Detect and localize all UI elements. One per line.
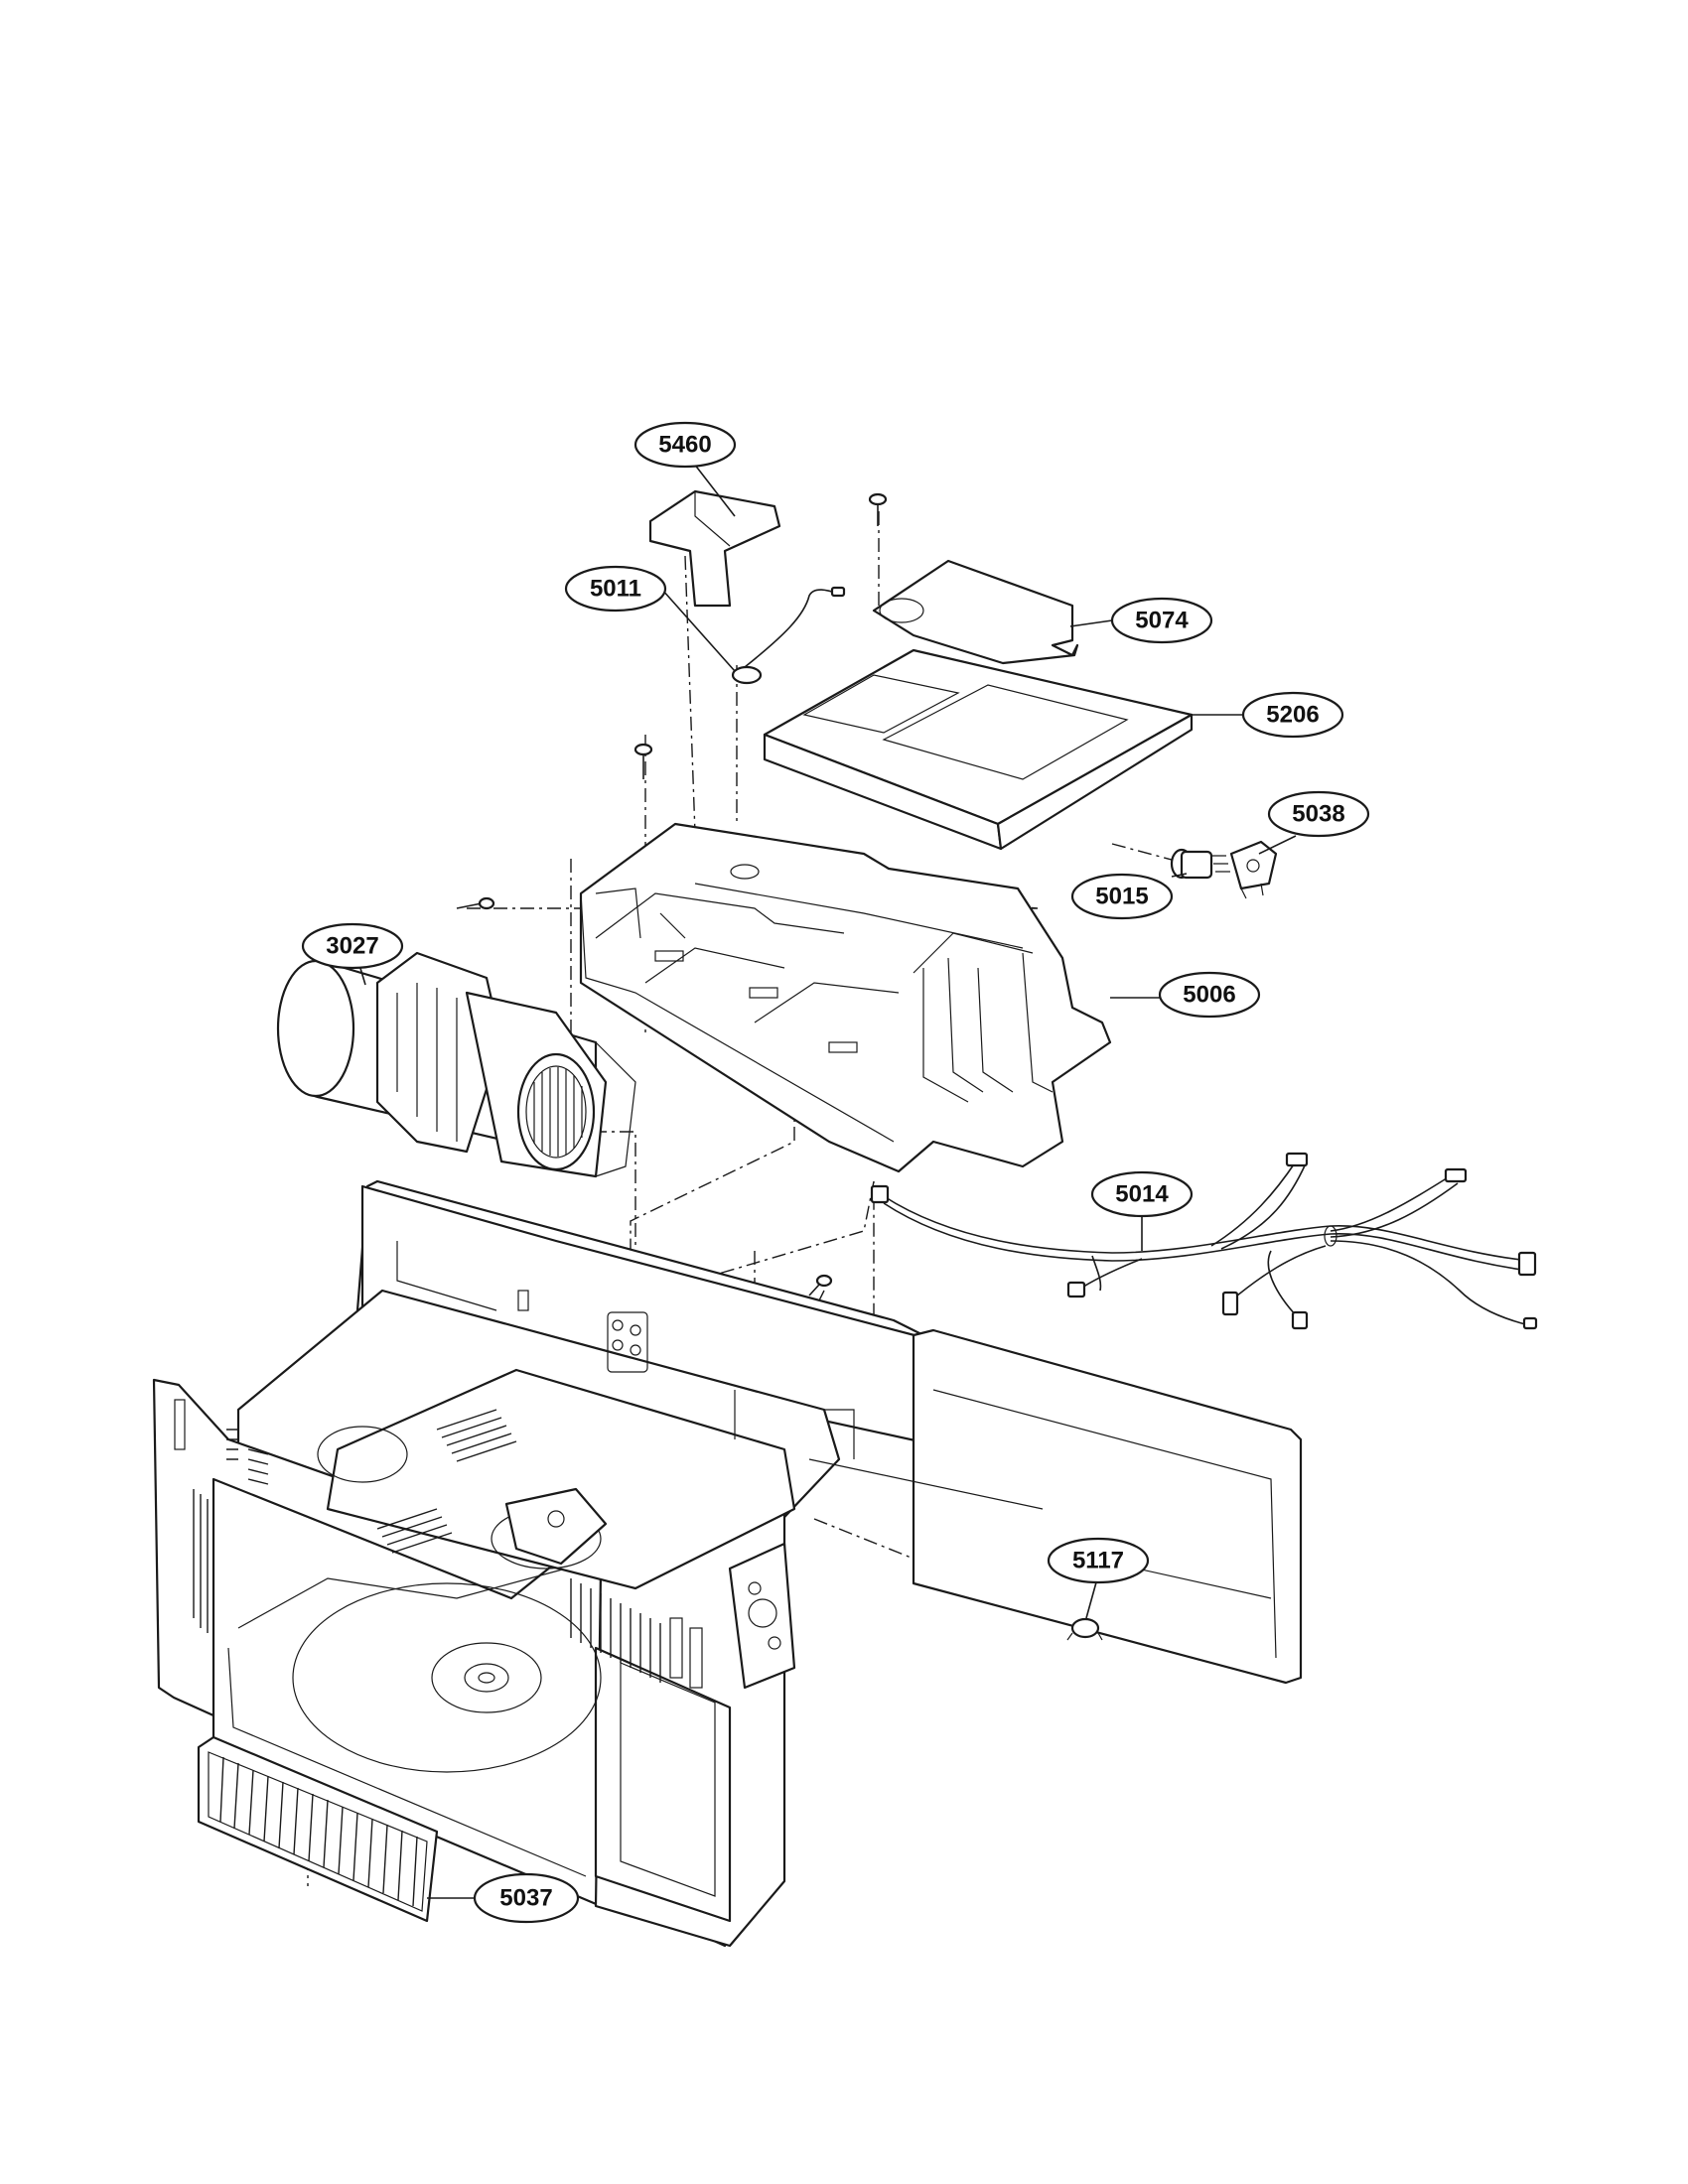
callout-5011: 5011 bbox=[564, 565, 667, 613]
callout-5460-label: 5460 bbox=[658, 432, 711, 459]
screw-cabinet bbox=[808, 1274, 833, 1297]
part-5038-component bbox=[1229, 840, 1278, 899]
screw-left-side bbox=[456, 896, 495, 910]
part-3027-blower bbox=[276, 951, 636, 1178]
callout-5015-label: 5015 bbox=[1095, 884, 1148, 910]
screw-left-upper bbox=[633, 743, 653, 779]
callout-5206: 5206 bbox=[1241, 691, 1344, 739]
part-5037-filter bbox=[197, 1735, 439, 1923]
part-5206-top-plate bbox=[763, 648, 1194, 851]
callout-5014: 5014 bbox=[1090, 1170, 1194, 1218]
leader-lines bbox=[358, 454, 1297, 1899]
callout-5037: 5037 bbox=[473, 1872, 580, 1924]
left-vents bbox=[174, 1399, 269, 1633]
callout-5074: 5074 bbox=[1110, 597, 1213, 644]
callout-3027-label: 3027 bbox=[326, 933, 378, 960]
callout-5038: 5038 bbox=[1267, 790, 1370, 838]
deck-mesh bbox=[376, 1409, 517, 1554]
part-5074-cover bbox=[872, 559, 1079, 665]
screw-top-5074 bbox=[868, 492, 888, 526]
callout-5015: 5015 bbox=[1070, 873, 1174, 920]
part-5011-sensor bbox=[731, 586, 846, 685]
callout-5037-label: 5037 bbox=[499, 1885, 552, 1912]
callout-5006: 5006 bbox=[1158, 971, 1261, 1019]
right-vents bbox=[570, 1578, 703, 1689]
callout-5460: 5460 bbox=[633, 421, 737, 469]
part-5014-wire-harness bbox=[870, 1152, 1538, 1330]
main-cabinet bbox=[152, 1179, 1303, 1948]
callout-5117-label: 5117 bbox=[1072, 1548, 1124, 1574]
part-5015-component bbox=[1170, 848, 1230, 880]
callout-5038-label: 5038 bbox=[1292, 801, 1344, 828]
callout-5011-label: 5011 bbox=[590, 576, 641, 603]
callout-5006-label: 5006 bbox=[1183, 982, 1235, 1009]
part-5117-sensor bbox=[1066, 1617, 1103, 1641]
callout-5074-label: 5074 bbox=[1135, 608, 1189, 634]
callout-5014-label: 5014 bbox=[1115, 1181, 1169, 1208]
callout-5117: 5117 bbox=[1047, 1537, 1150, 1584]
part-5460-bracket bbox=[648, 489, 781, 608]
callout-3027: 3027 bbox=[301, 922, 404, 970]
screws bbox=[456, 492, 888, 1297]
callout-5206-label: 5206 bbox=[1266, 702, 1319, 729]
part-5006-chassis bbox=[579, 822, 1112, 1173]
